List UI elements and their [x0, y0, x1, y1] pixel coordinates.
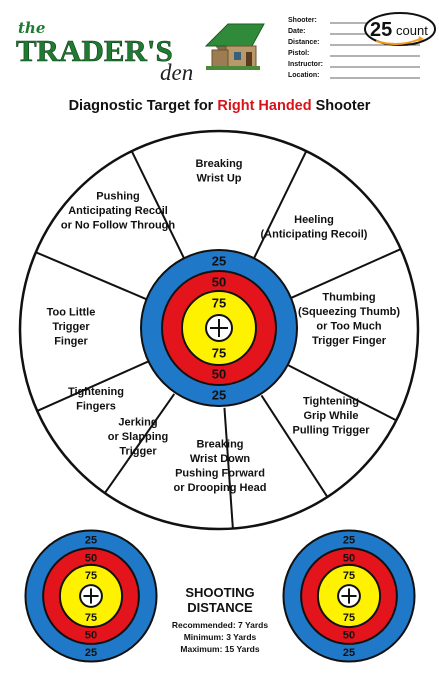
bullseye-left: 25 50 75 75 50 25: [24, 529, 158, 663]
distance-minimum: Minimum: 3 Yards: [184, 632, 257, 642]
segment-label-line: Breaking: [195, 158, 242, 170]
field-label: Shooter:: [288, 17, 317, 24]
segment-label-line: Too Little: [47, 307, 96, 319]
ring-label-outer: 25: [343, 535, 355, 547]
ring-label-middle: 50: [212, 275, 226, 290]
smile-arrow-icon: [375, 38, 421, 45]
field-label: Pistol:: [288, 50, 309, 57]
segment-label-line: Trigger: [52, 321, 90, 333]
segment-label-line: or Drooping Head: [174, 482, 267, 494]
segment-label-line: Tightening: [68, 386, 124, 398]
title-suffix: Shooter: [312, 98, 371, 114]
ring-label-outer: 25: [212, 388, 226, 403]
segment-label-line: Finger: [54, 336, 88, 348]
segment-label-line: Pushing: [96, 191, 139, 203]
distance-heading-2: DISTANCE: [187, 600, 253, 615]
ring-label-inner: 75: [212, 346, 226, 361]
arrowhead-icon: [418, 36, 424, 42]
distance-recommended: Recommended: 7 Yards: [172, 620, 268, 630]
ring-label-middle: 50: [85, 630, 97, 642]
bullseye-right: 25 50 75 75 50 25: [282, 529, 416, 663]
page-title: Diagnostic Target for Right Handed Shoot…: [69, 98, 371, 114]
crosshair-icon: [210, 319, 228, 337]
ring-label-outer: 25: [212, 254, 226, 269]
segment-label-line: Trigger Finger: [312, 335, 387, 347]
segment-label-line: Heeling: [294, 214, 334, 226]
field-label: Instructor:: [288, 61, 323, 68]
segment-label-line: or No Follow Through: [61, 220, 176, 232]
crosshair-icon: [83, 588, 99, 604]
wheel-spoke: [35, 251, 148, 301]
bullseye-main: 25 50 75 75 50 25: [140, 249, 298, 407]
segment-label-line: Anticipating Recoil: [68, 205, 168, 217]
field-label: Date:: [288, 28, 306, 35]
wheel-spoke: [288, 364, 397, 422]
logo: the TRADER'S den: [16, 19, 265, 85]
segment-label-line: Breaking: [196, 438, 243, 450]
ring-label-outer: 25: [343, 647, 355, 659]
ring-label-outer: 25: [85, 647, 97, 659]
segment-label-line: Grip While: [304, 410, 359, 422]
segment-label-line: Wrist Up: [196, 172, 241, 184]
ring-label-inner: 75: [212, 296, 226, 311]
title-highlight: Right Handed: [217, 98, 311, 114]
distance-heading-1: SHOOTING: [185, 585, 254, 600]
ring-label-middle: 50: [343, 630, 355, 642]
count-badge: 25 count: [364, 12, 436, 46]
shooting-distance: SHOOTING DISTANCE Recommended: 7 Yards M…: [172, 585, 268, 654]
ring-label-middle: 50: [212, 367, 226, 382]
wheel-spoke: [104, 393, 176, 494]
segment-label-line: Wrist Down: [190, 453, 251, 465]
wheel-spokes: [35, 150, 402, 529]
title-prefix: Diagnostic Target for: [69, 98, 218, 114]
logo-den: den: [160, 60, 193, 85]
segment-label-line: Fingers: [76, 400, 116, 412]
crosshair-icon: [341, 588, 357, 604]
count-number: 25: [370, 19, 392, 41]
cabin-icon: [204, 23, 265, 70]
logo-traders: TRADER'S: [16, 33, 173, 68]
ring-label-middle: 50: [343, 552, 355, 564]
wheel-spoke: [252, 150, 308, 261]
field-label: Distance:: [288, 39, 320, 46]
segment-label-line: Pulling Trigger: [292, 425, 370, 437]
wheel-spoke: [130, 150, 186, 261]
ring-label-outer: 25: [85, 535, 97, 547]
segment-label-line: or Too Much: [316, 320, 381, 332]
wheel-spoke: [223, 407, 234, 529]
segment-label-line: Trigger: [119, 446, 157, 458]
wheel-spoke: [260, 394, 329, 498]
count-unit: count: [396, 23, 428, 38]
ring-label-inner: 75: [85, 612, 97, 624]
segment-label-line: Thumbing: [322, 291, 375, 303]
wheel-spoke: [289, 248, 402, 300]
wheel-spoke: [36, 360, 149, 412]
segment-label-line: or Slapping: [108, 431, 169, 443]
field-label: Location:: [288, 72, 320, 79]
logo-the: the: [18, 19, 45, 37]
segment-label-line: Pushing Forward: [175, 467, 265, 479]
ring-label-inner: 75: [85, 570, 97, 582]
ring-label-inner: 75: [343, 612, 355, 624]
segment-label-line: (Squeezing Thumb): [298, 306, 400, 318]
segment-label-line: Jerking: [118, 417, 157, 429]
distance-maximum: Maximum: 15 Yards: [180, 644, 259, 654]
ring-label-inner: 75: [343, 570, 355, 582]
ring-label-middle: 50: [85, 552, 97, 564]
segment-label-line: (Anticipating Recoil): [261, 228, 368, 240]
segment-label-line: Tightening: [303, 396, 359, 408]
